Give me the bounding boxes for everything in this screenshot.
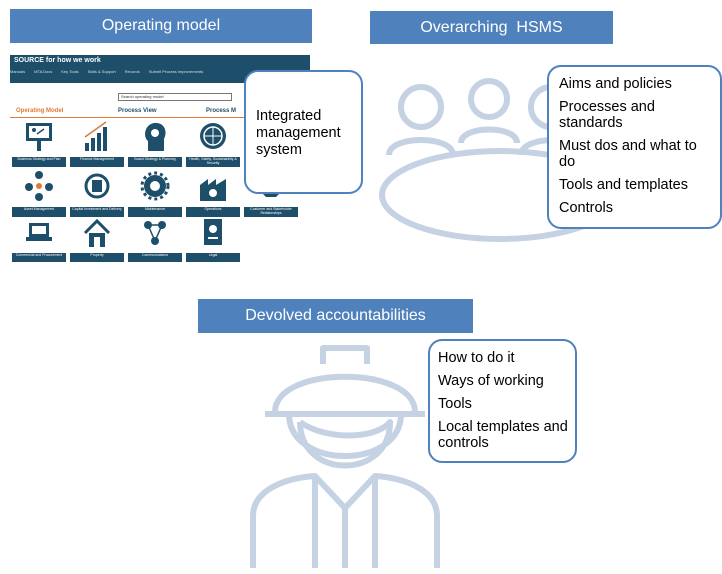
ims-callout-line: system bbox=[256, 142, 302, 158]
screenshot-tile-label: Board Strategy & Planning bbox=[128, 157, 182, 167]
hsms-banner: Overarching HSMS bbox=[370, 11, 613, 44]
hsms-list-item: Controls bbox=[559, 200, 613, 216]
screenshot-site-title: SOURCE for how we work bbox=[14, 57, 101, 64]
screenshot-tile-label: Capital Investment and Delivery bbox=[70, 207, 124, 217]
cog-icon bbox=[140, 171, 170, 201]
screenshot-tile: Maintenance bbox=[128, 169, 182, 217]
screenshot-nav: Manuals MTA Docs Key Tools Skills & Supp… bbox=[10, 69, 310, 77]
house-icon bbox=[83, 218, 111, 247]
devolved-list-item: How to do it bbox=[438, 350, 515, 366]
devolved-list-item: Tools bbox=[438, 396, 472, 412]
screenshot-tab-operating: Operating Model bbox=[16, 108, 64, 114]
screenshot-tile: Communications bbox=[128, 215, 182, 262]
screenshot-tile: Property bbox=[70, 215, 124, 262]
presentation-icon bbox=[26, 123, 52, 151]
hsms-list-item: Tools and templates bbox=[559, 177, 688, 193]
screenshot-tile: Business Strategy and Plan bbox=[12, 119, 66, 167]
hsms-callout: Aims and policies Processes and standard… bbox=[547, 65, 722, 229]
head-gear-icon bbox=[145, 122, 166, 151]
screenshot-nav-item: Skills & Support bbox=[87, 69, 116, 74]
hsms-list-item: Processes and standards bbox=[559, 99, 655, 131]
screenshot-tile-label: Customer and Stakeholder Relationships bbox=[244, 207, 298, 217]
screenshot-tile: Finance Management bbox=[70, 119, 124, 167]
hsms-title: Overarching HSMS bbox=[420, 18, 563, 36]
screenshot-tile: Capital Investment and Delivery bbox=[70, 169, 124, 217]
screenshot-tile: Operations bbox=[186, 169, 240, 217]
screenshot-nav-item: Manuals bbox=[10, 69, 26, 74]
screenshot-tile-label: Legal bbox=[186, 253, 240, 262]
screenshot-tab-underline bbox=[10, 117, 310, 118]
screenshot-tile-label: Health, Safety, Sustainability & Securit… bbox=[186, 157, 240, 167]
ims-callout-line: Integrated bbox=[256, 108, 322, 124]
screenshot-nav-item: MTA Docs bbox=[34, 69, 53, 74]
screenshot-tile-label: Property bbox=[70, 253, 124, 262]
devolved-list-item: Local templates and controls bbox=[438, 419, 568, 451]
ims-callout-line: management bbox=[256, 125, 341, 141]
screenshot-tile-label: Business Strategy and Plan bbox=[12, 157, 66, 167]
screenshot-tab-process: Process View bbox=[118, 108, 157, 114]
screenshot-nav-item: Submit Process Improvements bbox=[148, 69, 204, 74]
screenshot-tile: Asset Management bbox=[12, 169, 66, 217]
operating-model-title: Operating model bbox=[101, 17, 221, 34]
screenshot-nav-item: Key Tools bbox=[61, 69, 79, 74]
devolved-list-item: Ways of working bbox=[438, 373, 544, 389]
screenshot-tab-process-map: Process M bbox=[206, 108, 237, 114]
devolved-title: Devolved accountabilities bbox=[245, 307, 426, 324]
screenshot-tile: Legal bbox=[186, 215, 240, 262]
screenshot-tile: Health, Safety, Sustainability & Securit… bbox=[186, 119, 240, 167]
globe-shield-icon bbox=[200, 123, 226, 149]
screenshot-tile-label: Maintenance bbox=[128, 207, 182, 217]
growth-chart-icon bbox=[84, 121, 107, 151]
screenshot-tile: Board Strategy & Planning bbox=[128, 119, 182, 167]
factory-icon bbox=[200, 179, 226, 201]
laptop-icon bbox=[26, 223, 52, 241]
screenshot-tile-label: Asset Management bbox=[12, 207, 66, 217]
screenshot-nav-item: Records bbox=[124, 69, 140, 74]
ims-callout: Integrated management system bbox=[244, 70, 363, 194]
hsms-list-item: Aims and policies bbox=[559, 76, 672, 92]
screenshot-tile-label: Communications bbox=[128, 253, 182, 262]
devolved-callout: How to do it Ways of working Tools Local… bbox=[428, 339, 577, 463]
devolved-banner: Devolved accountabilities bbox=[198, 299, 473, 333]
operating-model-banner: Operating model bbox=[10, 9, 312, 43]
hsms-list-item: Must dos and what to do bbox=[559, 138, 697, 170]
screenshot-search-field: Search operating model bbox=[118, 93, 232, 101]
screenshot-tile-label: Commercial and Procurement bbox=[12, 253, 66, 262]
cycle-icon bbox=[84, 173, 110, 199]
legal-document-icon bbox=[204, 219, 222, 245]
screenshot-tile-label: Finance Management bbox=[70, 157, 124, 167]
screenshot-tile: Commercial and Procurement bbox=[12, 215, 66, 262]
hard-hat-worker-icon bbox=[250, 345, 440, 568]
network-nodes-icon bbox=[144, 221, 166, 245]
team-network-icon bbox=[25, 171, 53, 201]
screenshot-tile-label: Operations bbox=[186, 207, 240, 217]
